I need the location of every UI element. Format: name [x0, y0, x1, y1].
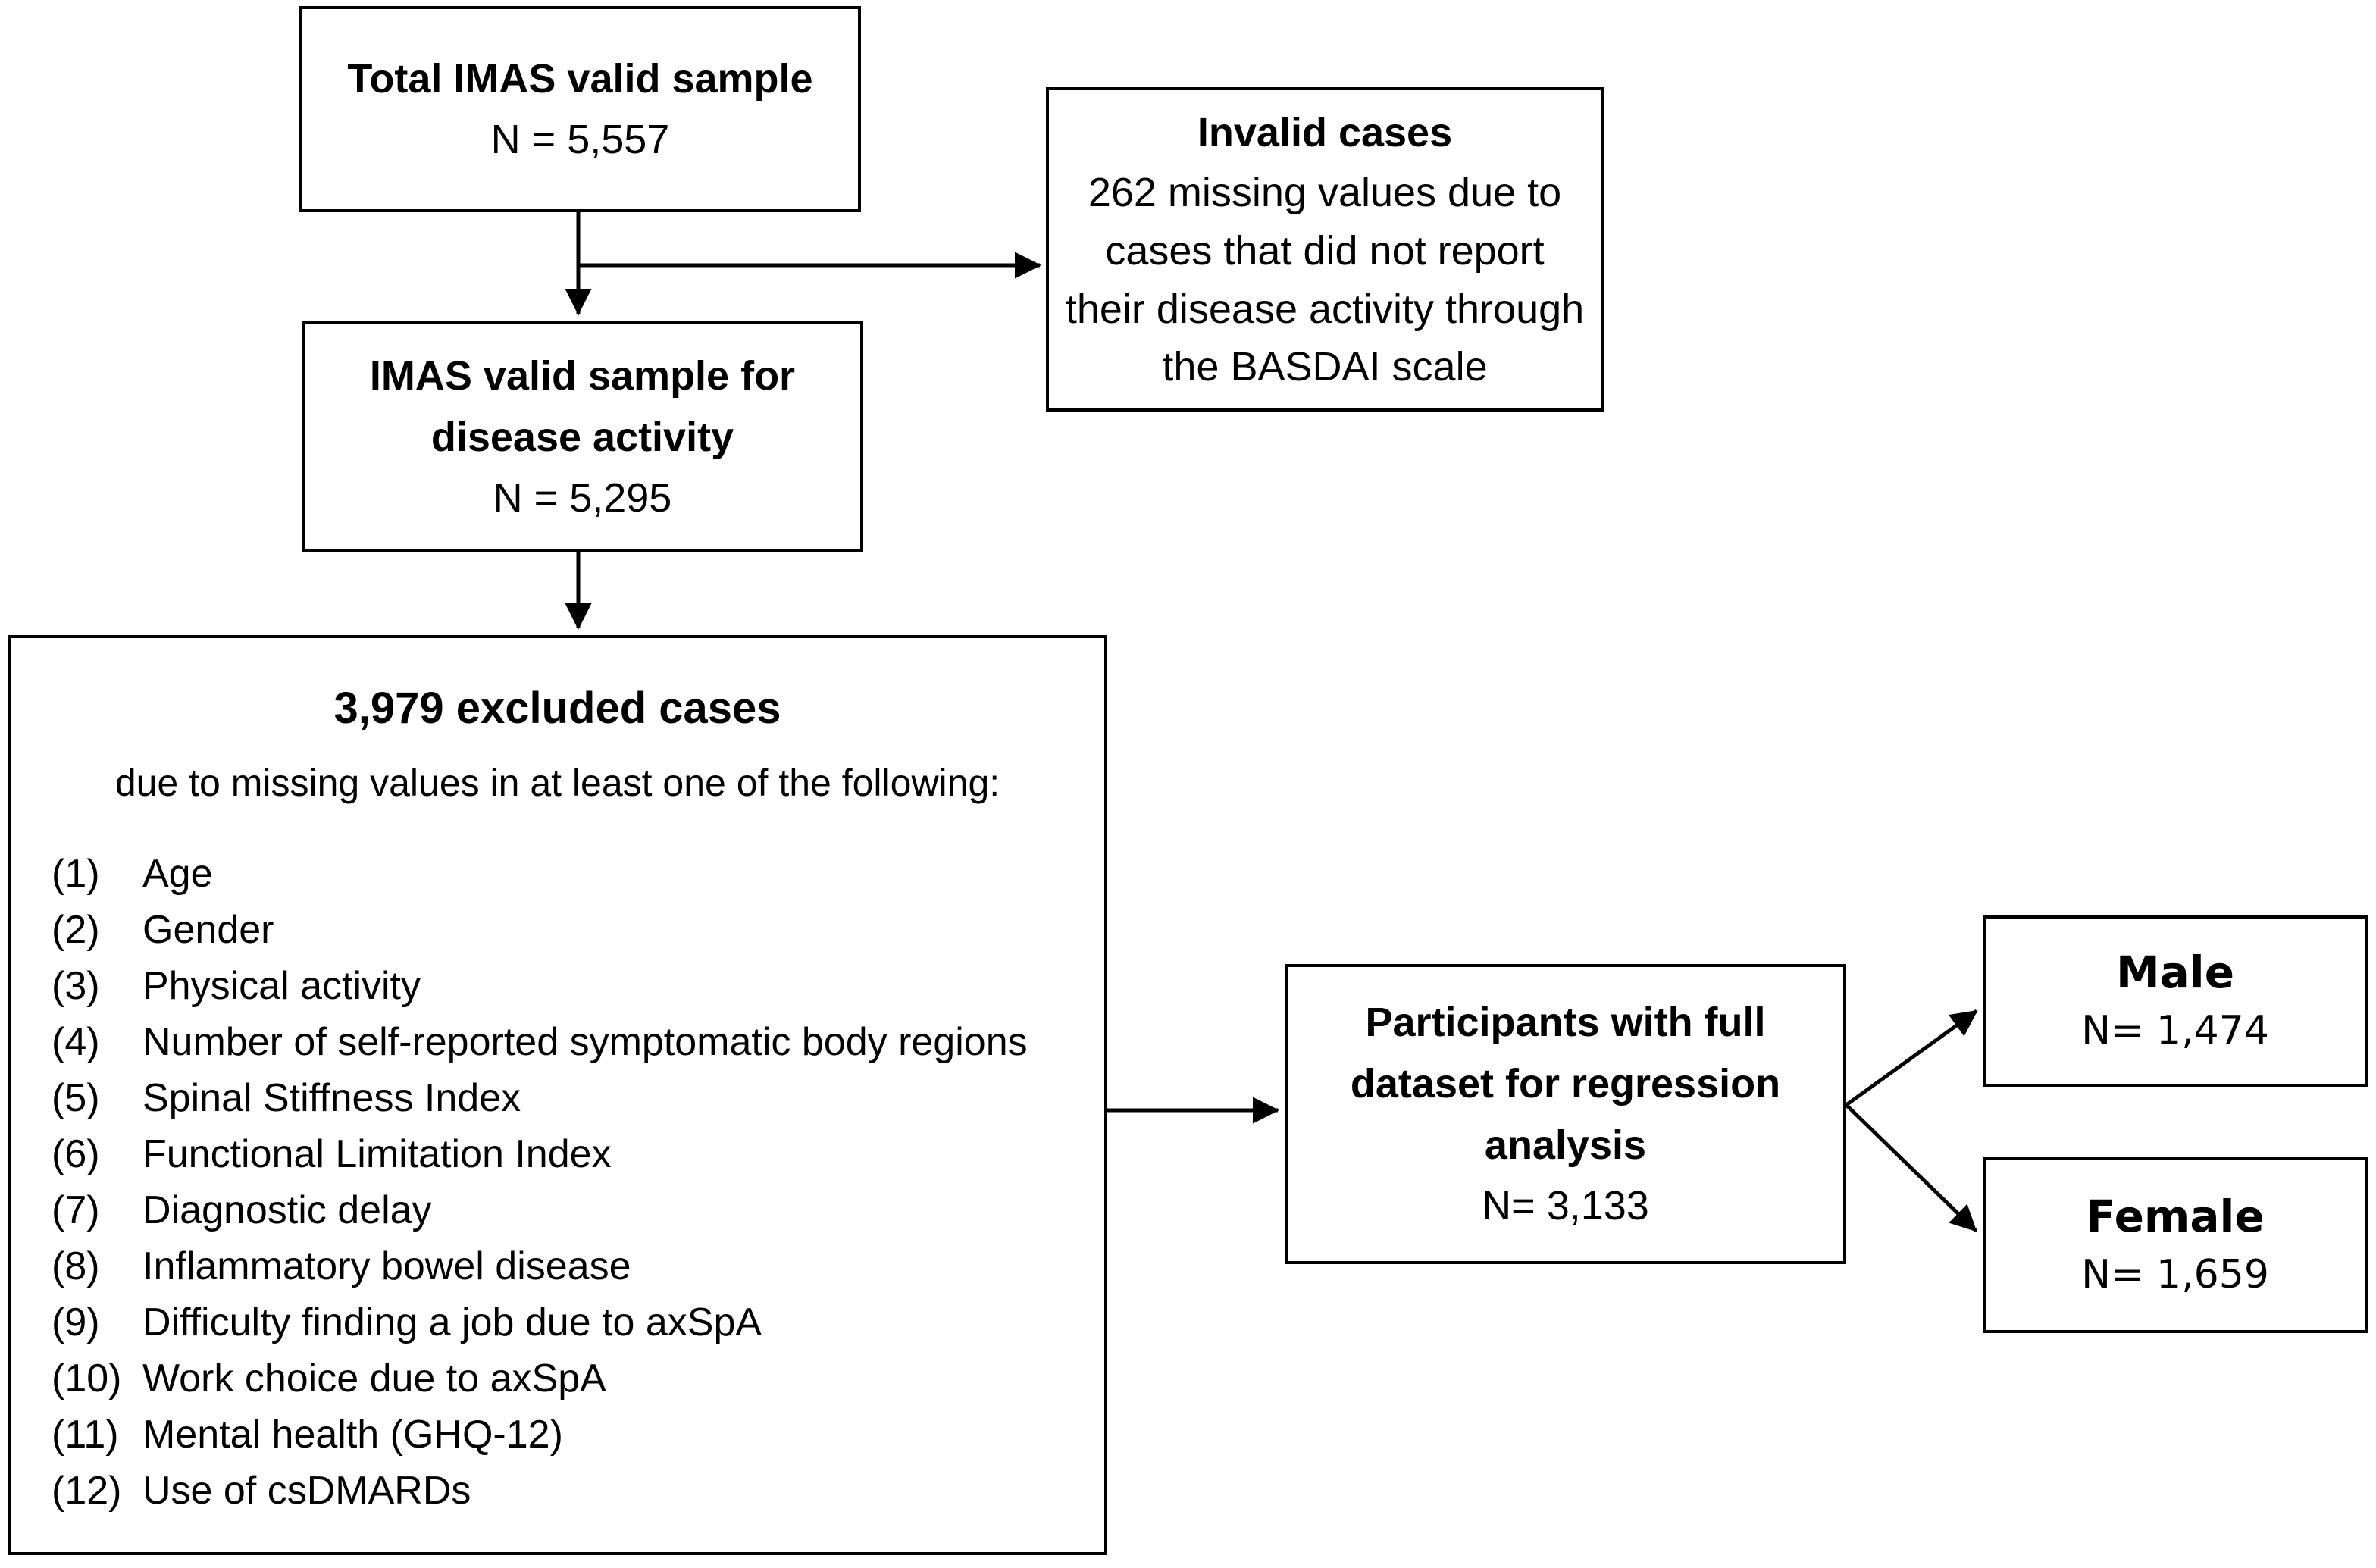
- excluded-list-item: (2) Gender: [52, 902, 1091, 958]
- valid-box-title: IMAS valid sample for disease activity: [369, 352, 796, 460]
- male-box-n: N= 1,474: [2081, 1008, 2269, 1054]
- excluded-list-item: (6) Functional Limitation Index: [52, 1126, 1091, 1182]
- excluded-item-label: Work choice due to axSpA: [142, 1357, 606, 1401]
- excluded-item-label: Age: [142, 852, 213, 897]
- excluded-item-label: Diagnostic delay: [142, 1188, 432, 1233]
- excluded-reasons-list: (1) Age (2) Gender (3) Physical activity (4) Nu…: [24, 846, 1091, 1519]
- valid-box-n: N = 5,295: [493, 474, 672, 521]
- excluded-item-number: (4): [52, 1020, 100, 1065]
- excluded-list-item: (12) Use of csDMARDs: [52, 1463, 1091, 1519]
- invalid-box-body: 262 missing values due to cases that did…: [1065, 170, 1585, 390]
- excluded-item-number: (12): [52, 1469, 122, 1513]
- box-female: Female N= 1,659: [1983, 1157, 2368, 1333]
- excluded-item-label: Inflammatory bowel disease: [142, 1244, 631, 1289]
- excluded-list-item: (4) Number of self-reported symptomatic b…: [52, 1014, 1091, 1070]
- excluded-item-label: Spinal Stiffness Index: [142, 1076, 521, 1121]
- excluded-list-item: (10) Work choice due to axSpA: [52, 1350, 1091, 1407]
- male-box-title: Male: [2115, 946, 2235, 998]
- excluded-item-label: Use of csDMARDs: [142, 1469, 471, 1513]
- excluded-box-title: 3,979 excluded cases: [333, 684, 781, 733]
- excluded-item-label: Functional Limitation Index: [142, 1132, 612, 1177]
- participants-box-n: N= 3,133: [1482, 1183, 1649, 1229]
- excluded-list-item: (3) Physical activity: [52, 958, 1091, 1014]
- female-box-title: Female: [2086, 1190, 2265, 1242]
- box-valid-sample-disease-activity: IMAS valid sample for disease activity N…: [302, 321, 863, 552]
- arrow-participants-to-male: [1845, 1009, 1978, 1107]
- excluded-list-item: (9) Difficulty finding a job due to axSpA: [52, 1294, 1091, 1350]
- excluded-item-number: (7): [52, 1188, 100, 1233]
- female-box-n: N= 1,659: [2081, 1252, 2269, 1298]
- total-box-title: Total IMAS valid sample: [347, 56, 813, 102]
- excluded-list-item: (1) Age: [52, 846, 1091, 902]
- box-total-imas-valid-sample: Total IMAS valid sample N = 5,557: [299, 6, 861, 212]
- total-box-n: N = 5,557: [490, 117, 670, 163]
- participants-box-title: Participants with full dataset for regre…: [1350, 1000, 1781, 1169]
- excluded-item-number: (6): [52, 1132, 100, 1177]
- excluded-list-item: (11) Mental health (GHQ-12): [52, 1407, 1091, 1463]
- excluded-item-label: Difficulty finding a job due to axSpA: [142, 1300, 762, 1345]
- box-invalid-cases: Invalid cases 262 missing values due to …: [1046, 87, 1604, 412]
- excluded-list-item: (8) Inflammatory bowel disease: [52, 1238, 1091, 1294]
- arrow-participants-to-female: [1845, 1103, 1977, 1232]
- excluded-item-number: (3): [52, 964, 100, 1009]
- excluded-item-number: (8): [52, 1244, 100, 1289]
- excluded-item-number: (1): [52, 852, 100, 897]
- box-male: Male N= 1,474: [1983, 915, 2368, 1087]
- excluded-item-label: Number of self-reported symptomatic body…: [142, 1020, 1028, 1065]
- excluded-list-item: (5) Spinal Stiffness Index: [52, 1070, 1091, 1126]
- excluded-item-label: Gender: [142, 908, 274, 953]
- box-participants-full-dataset: Participants with full dataset for regre…: [1285, 964, 1846, 1264]
- box-excluded-cases: 3,979 excluded cases due to missing valu…: [8, 635, 1107, 1555]
- excluded-box-subtitle: due to missing values in at least one of…: [114, 761, 1000, 804]
- excluded-item-label: Physical activity: [142, 964, 421, 1009]
- excluded-item-label: Mental health (GHQ-12): [142, 1413, 563, 1457]
- excluded-item-number: (11): [52, 1413, 119, 1457]
- excluded-list-item: (7) Diagnostic delay: [52, 1182, 1091, 1238]
- excluded-item-number: (9): [52, 1300, 100, 1345]
- invalid-box-title: Invalid cases: [1197, 110, 1453, 156]
- excluded-item-number: (2): [52, 908, 100, 953]
- excluded-item-number: (5): [52, 1076, 100, 1121]
- excluded-item-number: (10): [52, 1357, 122, 1401]
